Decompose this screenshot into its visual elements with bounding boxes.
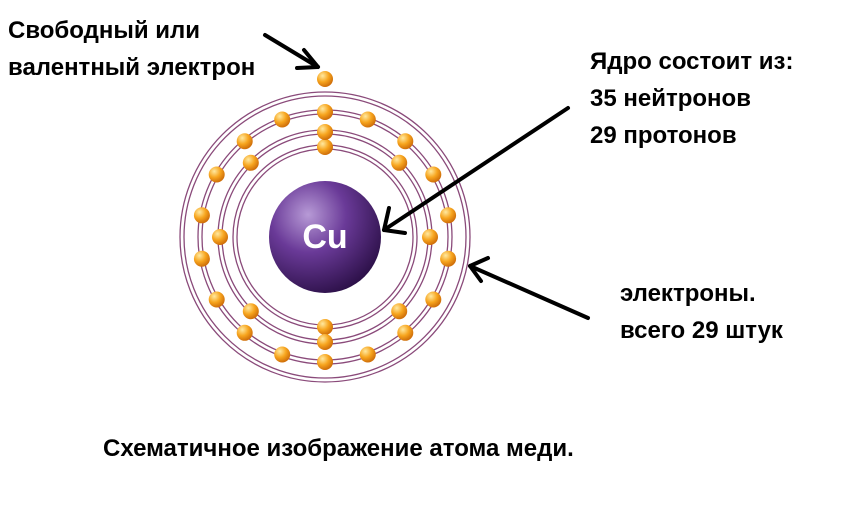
electron-shell-3 <box>397 324 414 341</box>
diagram-caption: Схематичное изображение атома меди. <box>103 435 574 462</box>
orbit-ring-4 <box>183 95 467 379</box>
electron-shell-3 <box>274 346 291 363</box>
arrows <box>263 33 590 320</box>
electron-shell-2 <box>317 334 333 350</box>
valence-electron <box>317 71 333 87</box>
electron-shell-2 <box>422 229 438 245</box>
electron-shell-3 <box>236 133 253 150</box>
electron-shell-2 <box>212 229 228 245</box>
nucleus <box>269 181 381 293</box>
arrow-to-electrons <box>468 256 590 320</box>
electron-shell-3 <box>193 207 210 224</box>
nucleus-label-line-1: Ядро состоит из: <box>590 48 794 75</box>
arrow-to-free-electron <box>263 33 320 70</box>
electron-shell-3 <box>425 291 442 308</box>
arrow-to-nucleus <box>382 106 570 235</box>
free-electron-label: Свободный или валентный электрон <box>8 12 255 86</box>
electron-shell-2 <box>242 303 259 320</box>
electron-shell-3 <box>193 250 210 267</box>
electron-shell-3 <box>208 166 225 183</box>
electrons-label-line-1: электроны. <box>620 280 756 307</box>
electron-shell-3 <box>236 324 253 341</box>
electron-shell-2 <box>242 154 259 171</box>
electron-shell-1 <box>317 139 333 155</box>
nucleus-composition-label: Ядро состоит из: 35 нейтронов 29 протоно… <box>590 43 793 154</box>
nucleus-symbol: Cu <box>302 218 347 256</box>
electron-shell-3 <box>425 166 442 183</box>
free-electron-label-line-2: валентный электрон <box>8 54 256 81</box>
electron-shell-2 <box>391 303 408 320</box>
electron-shell-3 <box>359 346 376 363</box>
electrons <box>193 71 457 370</box>
orbit-ring-4 <box>179 91 471 383</box>
electron-shell-3 <box>397 133 414 150</box>
electron-shell-3 <box>317 354 333 370</box>
electron-shell-3 <box>440 250 457 267</box>
nucleus-label-line-2: 35 нейтронов <box>590 85 751 112</box>
electron-shell-3 <box>317 104 333 120</box>
electron-shell-3 <box>208 291 225 308</box>
electron-shell-3 <box>274 111 291 128</box>
electron-shell-3 <box>440 207 457 224</box>
electron-shell-2 <box>317 124 333 140</box>
electron-shell-3 <box>359 111 376 128</box>
electron-shell-1 <box>317 319 333 335</box>
electron-shell-2 <box>391 154 408 171</box>
nucleus-label-line-3: 29 протонов <box>590 122 737 149</box>
electrons-label-line-2: всего 29 штук <box>620 317 783 344</box>
electrons-count-label: электроны. всего 29 штук <box>620 275 783 349</box>
free-electron-label-line-1: Свободный или <box>8 17 200 44</box>
